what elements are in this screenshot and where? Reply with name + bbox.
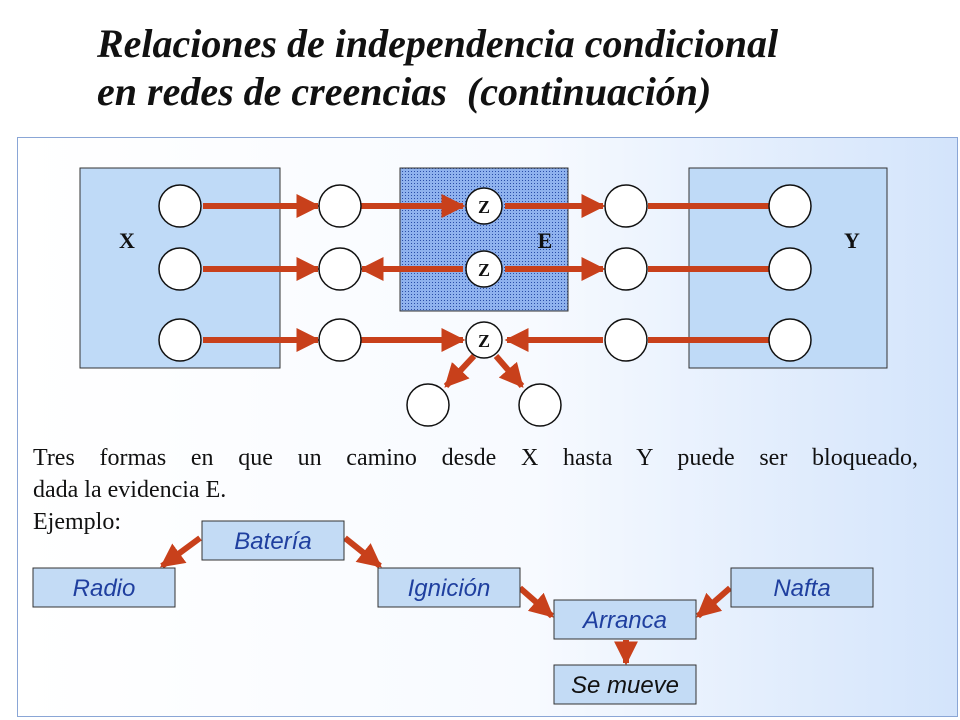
node-y2	[768, 247, 812, 291]
label-nafta: Nafta	[773, 575, 830, 602]
node-a1	[318, 184, 362, 228]
z1-label: Z	[478, 197, 490, 217]
node-x3	[158, 318, 202, 362]
label-radio: Radio	[73, 575, 136, 602]
node-z2	[465, 250, 503, 288]
node-x2	[158, 247, 202, 291]
description-line-2: dada la evidencia E.	[33, 477, 227, 503]
node-se-mueve	[553, 664, 697, 705]
slide-title: Relaciones de independencia condicional …	[97, 20, 917, 116]
title-line-2: en redes de creencias (continuación)	[97, 69, 712, 114]
node-arranca	[553, 599, 697, 640]
description-line-1: Tres formas en que un camino desde X has…	[33, 445, 918, 471]
node-z1	[465, 187, 503, 225]
arrow-nafta-to-arranca	[696, 585, 732, 619]
node-x1	[158, 184, 202, 228]
description-line-3: Ejemplo:	[33, 509, 121, 535]
node-b3	[604, 318, 648, 362]
set-x-label: X	[119, 228, 135, 253]
node-ignicion	[377, 567, 521, 608]
z3-label: Z	[478, 331, 490, 351]
node-nafta	[730, 567, 874, 608]
label-ignicion: Ignición	[408, 575, 491, 602]
title-line-1: Relaciones de independencia condicional	[97, 21, 779, 66]
set-y-label: Y	[844, 228, 860, 253]
label-arranca: Arranca	[581, 607, 667, 634]
node-child-right	[518, 383, 562, 427]
label-bateria: Batería	[234, 528, 311, 555]
label-se-mueve: Se mueve	[571, 672, 679, 699]
arrow-ignicion-to-arranca	[518, 585, 554, 619]
node-bateria	[201, 520, 345, 561]
node-a3	[318, 318, 362, 362]
node-b2	[604, 247, 648, 291]
description-text: Tres formas en que un camino desde X has…	[33, 442, 918, 538]
arrow-bateria-to-radio	[160, 535, 202, 569]
node-a2	[318, 247, 362, 291]
node-child-left	[406, 383, 450, 427]
arrow-z3-to-child-right	[493, 354, 525, 388]
arrow-z3-to-child-left	[443, 353, 477, 389]
set-e-label: E	[538, 228, 553, 253]
node-radio	[32, 567, 176, 608]
node-b1	[604, 184, 648, 228]
z2-label: Z	[478, 260, 490, 280]
node-y3	[768, 318, 812, 362]
node-y1	[768, 184, 812, 228]
arrow-bateria-to-ignicion	[343, 535, 382, 569]
node-z3	[465, 321, 503, 359]
